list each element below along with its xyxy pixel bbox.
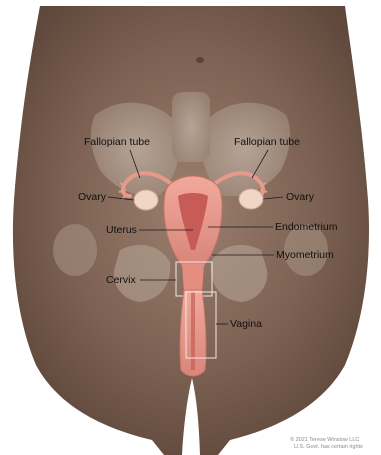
label-endometrium: Endometrium: [275, 221, 337, 233]
label-cervix: Cervix: [106, 274, 136, 286]
label-vagina: Vagina: [230, 318, 262, 330]
label-ovary-left: Ovary: [78, 191, 106, 203]
ovary-left: [134, 190, 158, 210]
label-fallopian-tube-left: Fallopian tube: [84, 136, 150, 148]
label-myometrium: Myometrium: [276, 249, 334, 261]
label-uterus: Uterus: [106, 224, 137, 236]
copyright-line-2: U.S. Govt. has certain rights: [294, 444, 363, 451]
label-fallopian-tube-right: Fallopian tube: [234, 136, 300, 148]
navel: [196, 57, 204, 63]
label-ovary-right: Ovary: [286, 191, 314, 203]
ovary-right: [239, 189, 263, 209]
copyright-line-1: © 2021 Terese Winslow LLC: [290, 437, 359, 444]
